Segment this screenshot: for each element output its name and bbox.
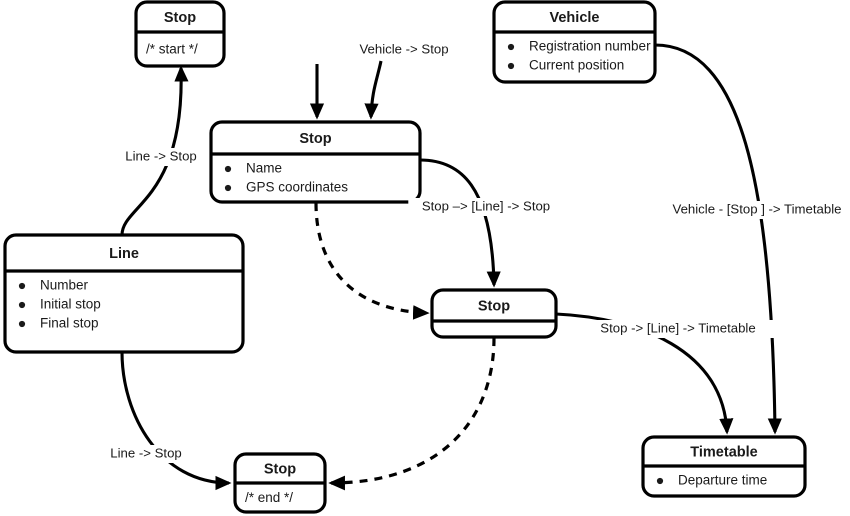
edge-label-backing (580, 320, 776, 338)
node-stop-mid[interactable]: Stop (430, 288, 558, 339)
edge-label-edge-stop-mid-to-timetable: Stop -> [Line] -> Timetable (580, 320, 776, 338)
node-body-line: /* start */ (146, 42, 198, 57)
node-body-line: Registration number (529, 39, 651, 54)
edge-label-backing (116, 148, 206, 166)
edge-edge-stop-mid-dashed-stop-end (328, 337, 496, 491)
bullet-icon (18, 282, 26, 290)
edge-edge-line-to-stop-end (120, 351, 232, 491)
bullet-icon (656, 477, 664, 485)
node-body-line: Current position (529, 58, 624, 73)
node-title: Stop (478, 298, 510, 314)
node-title: Timetable (690, 444, 757, 460)
node-title: Line (109, 246, 139, 262)
edge-label-text: Vehicle -> Stop (359, 41, 448, 56)
edge-edge-vehicle-to-timetable (654, 43, 782, 435)
node-title: Stop (164, 10, 196, 26)
node-outline (3, 233, 245, 354)
node-body-line: Departure time (678, 473, 767, 488)
node-title: Stop (264, 461, 296, 477)
node-outline (492, 0, 657, 84)
edge-label-backing (101, 445, 191, 463)
bullet-icon (507, 62, 515, 70)
edge-edge-stop-main-dashed-stop-mid (314, 202, 430, 320)
edge-label-edge-line-to-stop-start: Line -> Stop (116, 148, 206, 166)
node-stop-start[interactable]: Stop /* start */ (134, 0, 226, 68)
edge-label-edge-stop-main-to-stop-mid: Stop –> [Line] -> Stop (408, 198, 564, 216)
node-body-line: GPS coordinates (246, 180, 348, 195)
edge-label-edge-vehicle-to-timetable: Vehicle - [Stop ] -> Timetable (652, 201, 850, 219)
bullet-icon (18, 301, 26, 309)
node-body-line: /* end */ (245, 490, 293, 505)
edge-edge-line-to-stop-start (120, 65, 189, 236)
edge-label-text: Line -> Stop (125, 148, 196, 163)
edge-label-edge-vehicle-to-stop-main: Vehicle -> Stop (349, 41, 459, 59)
node-outline (430, 288, 558, 339)
node-body-line: Initial stop (40, 297, 101, 312)
bullet-icon (224, 184, 232, 192)
node-title: Stop (299, 131, 331, 147)
edge-label-text: Vehicle - [Stop ] -> Timetable (673, 201, 842, 216)
node-body-line: Number (40, 278, 89, 293)
edge-label-backing (408, 198, 564, 216)
edge-label-text: Stop –> [Line] -> Stop (422, 198, 550, 213)
edge-edge-stop-mid-to-timetable (555, 312, 734, 435)
node-outline (209, 120, 422, 204)
edge-label-text: Stop -> [Line] -> Timetable (600, 320, 755, 335)
bullet-icon (507, 43, 515, 51)
bullet-icon (224, 165, 232, 173)
edge-edge-vehicle-to-stop-main (364, 60, 383, 120)
edge-label-backing (652, 201, 850, 219)
node-title: Vehicle (550, 10, 600, 26)
node-body-line: Name (246, 161, 282, 176)
bullet-icon (18, 320, 26, 328)
edge-label-edge-line-to-stop-end: Line -> Stop (101, 445, 191, 463)
edge-label-backing (349, 41, 459, 59)
edge-label-text: Line -> Stop (110, 445, 181, 460)
node-outline (134, 0, 226, 68)
edge-edge-stop-main-to-stop-mid (419, 158, 501, 288)
node-body-line: Final stop (40, 316, 99, 331)
node-stop-end[interactable]: Stop /* end */ (233, 452, 327, 514)
